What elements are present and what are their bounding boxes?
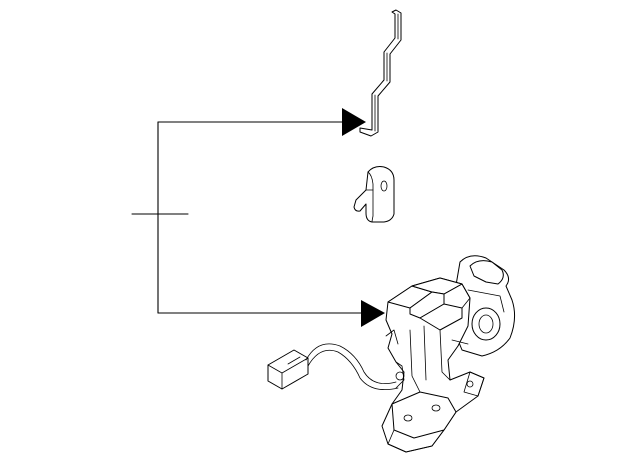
- callout-bracket: [131, 108, 385, 327]
- bent-rod-icon: [359, 9, 402, 137]
- arrowhead-icon: [342, 108, 366, 136]
- clip-icon: [353, 166, 395, 223]
- arrowhead-icon: [361, 300, 385, 327]
- lock-assembly-icon: [267, 255, 516, 453]
